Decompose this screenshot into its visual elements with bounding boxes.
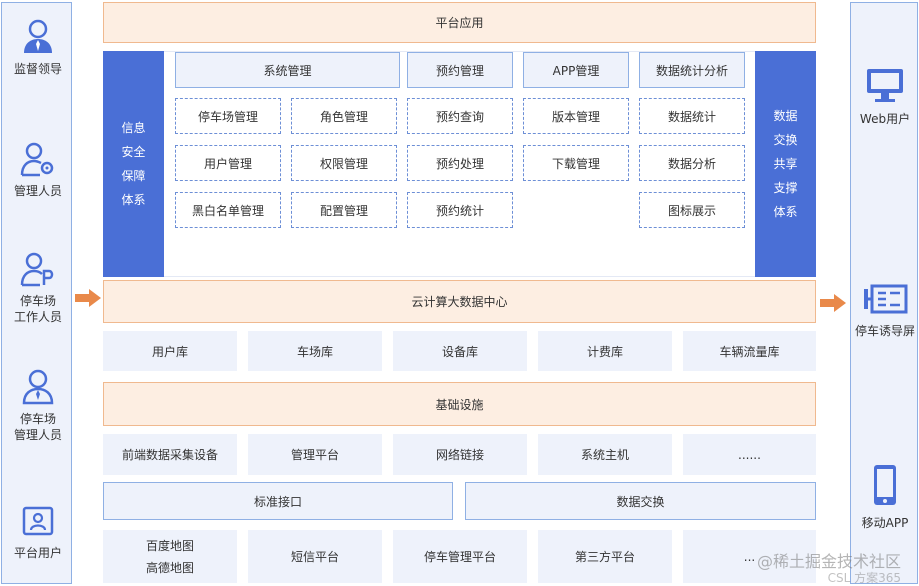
security-system-bar: 信息安全保障体系 — [103, 51, 164, 277]
module-data-statistics: 数据统计 — [639, 98, 745, 134]
role-label: 移动APP — [861, 516, 909, 530]
right-roles-panel: Web用户 停车诱导屏 移动APP — [850, 2, 918, 584]
guidance-screen-icon — [864, 284, 908, 314]
module-chart-display: 图标展示 — [639, 192, 745, 228]
cloud-data-center-bar: 云计算大数据中心 — [103, 280, 816, 323]
system-management-header: 系统管理 — [175, 52, 400, 88]
role-admin: 管理人员 — [2, 141, 74, 199]
module-user-management: 用户管理 — [175, 145, 281, 181]
db-user: 用户库 — [103, 331, 237, 371]
role-parking-manager: 停车场 管理人员 — [2, 369, 74, 443]
parking-worker-icon — [20, 252, 54, 287]
standard-interface: 标准接口 — [103, 482, 453, 520]
cloud-data-center-label: 云计算大数据中心 — [411, 295, 508, 309]
infrastructure-label: 基础设施 — [435, 397, 484, 412]
ext-sms-platform: 短信平台 — [248, 530, 382, 583]
role-label: 平台用户 — [13, 546, 62, 560]
role-parking-worker: 停车场 工作人员 — [2, 251, 74, 325]
module-reservation-query: 预约查询 — [407, 98, 513, 134]
db-vehicle-flow: 车辆流量库 — [683, 331, 816, 371]
app-management-header: APP管理 — [523, 52, 629, 88]
ext-more: ... — [683, 530, 816, 583]
module-config-management: 配置管理 — [291, 192, 397, 228]
infra-management-platform: 管理平台 — [248, 434, 382, 475]
parking-manager-icon — [22, 369, 54, 405]
module-role-management: 角色管理 — [291, 98, 397, 134]
infrastructure-bar: 基础设施 — [103, 382, 816, 426]
role-guidance-screen: 停车诱导屏 — [851, 283, 919, 339]
ext-maps: 百度地图 高德地图 — [103, 530, 237, 583]
infra-network: 网络链接 — [393, 434, 527, 475]
reservation-management-header: 预约管理 — [407, 52, 513, 88]
watermark-sub: CSL 方案365 — [827, 571, 901, 585]
module-reservation-handling: 预约处理 — [407, 145, 513, 181]
module-download-management: 下载管理 — [523, 145, 629, 181]
module-parking-management: 停车场管理 — [175, 98, 281, 134]
module-blacklist-management: 黑白名单管理 — [175, 192, 281, 228]
role-web-user: Web用户 — [851, 67, 919, 127]
security-system-label: 信息安全保障体系 — [121, 121, 146, 207]
role-platform-user: 平台用户 — [2, 505, 74, 561]
role-label: 停车场 管理人员 — [13, 412, 62, 442]
module-reservation-statistics: 预约统计 — [407, 192, 513, 228]
role-label: 停车场 工作人员 — [13, 294, 62, 324]
role-label: 停车诱导屏 — [854, 324, 915, 338]
role-supervisor: 监督领导 — [2, 19, 74, 77]
role-label: 管理人员 — [13, 184, 62, 198]
admin-gear-icon — [20, 142, 54, 177]
db-parking-lot: 车场库 — [248, 331, 382, 371]
platform-user-icon — [22, 506, 54, 536]
db-billing: 计费库 — [538, 331, 672, 371]
watermark: @稀土掘金技术社区 — [756, 552, 901, 571]
module-version-management: 版本管理 — [523, 98, 629, 134]
monitor-icon — [867, 69, 903, 102]
arrow-right-icon — [75, 289, 101, 307]
infra-system-host: 系统主机 — [538, 434, 672, 475]
ext-parking-management-platform: 停车管理平台 — [393, 530, 527, 583]
module-data-analysis: 数据分析 — [639, 145, 745, 181]
platform-app-title: 平台应用 — [435, 16, 484, 30]
data-exchange: 数据交换 — [465, 482, 816, 520]
left-roles-panel: 监督领导 管理人员 停车场 工作人员 停车场 管理人员 — [1, 2, 72, 584]
supervisor-icon — [24, 19, 52, 53]
data-exchange-system-bar: 数据交换共享支撑体系 — [755, 51, 816, 277]
ext-third-party-platform: 第三方平台 — [538, 530, 672, 583]
module-permission-management: 权限管理 — [291, 145, 397, 181]
mobile-phone-icon — [874, 465, 896, 505]
role-mobile-app: 移动APP — [851, 463, 919, 531]
infra-more: ...... — [683, 434, 816, 475]
db-device: 设备库 — [393, 331, 527, 371]
arrow-right-icon — [820, 294, 846, 312]
role-label: Web用户 — [859, 112, 911, 126]
role-label: 监督领导 — [13, 62, 62, 76]
infra-frontend-devices: 前端数据采集设备 — [103, 434, 237, 475]
data-statistics-header: 数据统计分析 — [639, 52, 745, 88]
data-exchange-system-label: 数据交换共享支撑体系 — [773, 109, 798, 219]
platform-app-bar: 平台应用 — [103, 2, 816, 43]
